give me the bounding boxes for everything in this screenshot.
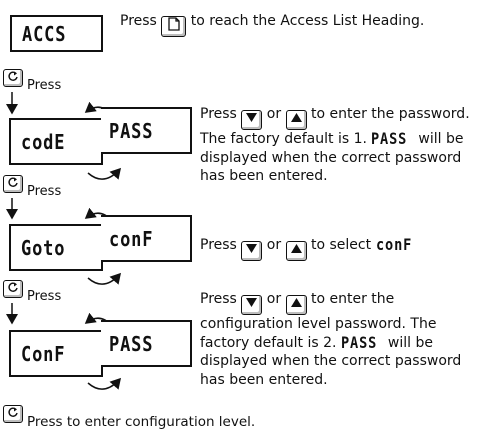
- up-arrow-icon: [290, 113, 302, 122]
- up-key-3[interactable]: [285, 295, 307, 315]
- step1-press: Press: [120, 13, 157, 29]
- scroll-key-2[interactable]: [3, 175, 23, 193]
- up-arrow-icon: [290, 298, 302, 307]
- scroll-icon: [8, 282, 18, 292]
- up-key[interactable]: [285, 110, 307, 130]
- display-pass-2-text: PASS: [109, 331, 154, 356]
- scroll-key-3[interactable]: [3, 280, 23, 298]
- scroll-icon: [8, 71, 18, 81]
- down-key-2[interactable]: [241, 241, 263, 261]
- display-conf-text: ConF: [21, 341, 66, 366]
- display-conf-top: conF: [101, 215, 192, 262]
- page-key[interactable]: [161, 16, 187, 37]
- inline-pass-2: PASS: [340, 332, 378, 352]
- down-arrow-icon: [246, 244, 258, 253]
- display-code: codE: [9, 118, 103, 165]
- down-key-3[interactable]: [241, 295, 263, 315]
- display-pass-1-text: PASS: [109, 118, 154, 143]
- scroll-icon: [8, 407, 18, 417]
- press-label-3: Press: [27, 289, 62, 304]
- step1-instruction: Press to reach the Access List Heading.: [120, 12, 424, 37]
- inline-pass-1: PASS: [371, 129, 408, 148]
- up-arrow-icon: [290, 244, 302, 253]
- step4-instruction: Press or to enter the configuration leve…: [200, 291, 462, 388]
- display-pass-2: PASS: [101, 320, 192, 367]
- down-key[interactable]: [241, 110, 263, 130]
- scroll-key-final[interactable]: [3, 405, 23, 423]
- down-arrow-icon: [246, 113, 258, 122]
- display-pass-1: PASS: [101, 107, 192, 154]
- final-instruction: Press to enter configuration level.: [27, 414, 256, 430]
- scroll-key-1[interactable]: [3, 69, 23, 87]
- inline-conf: conF: [375, 235, 412, 254]
- display-goto-text: Goto: [21, 235, 66, 260]
- press-label-2: Press: [27, 184, 62, 199]
- display-conf-top-text: conF: [109, 226, 154, 251]
- display-conf: ConF: [9, 330, 103, 377]
- display-accs: ACCS: [10, 15, 103, 52]
- scroll-icon: [8, 177, 18, 187]
- page-icon: [168, 17, 180, 31]
- up-key-2[interactable]: [285, 241, 307, 261]
- press-label-1: Press: [27, 78, 62, 93]
- step2-instruction: Press or to enter the password. The fact…: [200, 106, 470, 184]
- display-code-text: codE: [21, 129, 66, 154]
- display-goto: Goto: [9, 224, 103, 271]
- step1-text: to reach the Access List Heading.: [190, 13, 425, 29]
- curve-arrow-bottom-2: [87, 272, 121, 285]
- curve-arrow-bottom-1: [87, 167, 121, 180]
- display-accs-text: ACCS: [22, 21, 67, 46]
- down-arrow-icon: [246, 298, 258, 307]
- step3-instruction: Press or to select conF: [200, 235, 418, 261]
- curve-arrow-bottom-3: [87, 377, 121, 390]
